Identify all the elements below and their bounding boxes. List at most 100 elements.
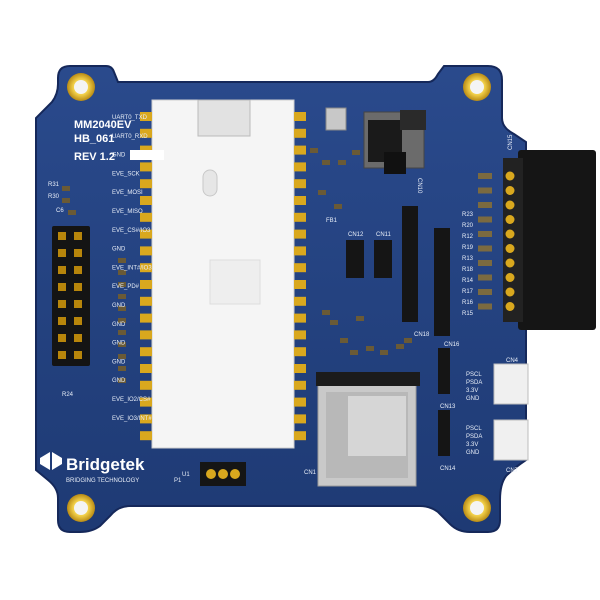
label-r31: R31 <box>48 182 60 188</box>
board-part: HB_061 <box>74 133 114 145</box>
label-r30: R30 <box>48 194 60 200</box>
mounting-holes <box>67 73 491 522</box>
header-pin <box>58 283 66 291</box>
pad <box>294 280 306 289</box>
smd-part <box>318 190 326 195</box>
pad <box>294 296 306 306</box>
header-pin <box>74 334 82 342</box>
pad <box>294 414 306 424</box>
smd-part <box>118 318 126 323</box>
header-pin <box>58 351 66 359</box>
smd-resistor <box>478 274 492 281</box>
label-p1: P1 <box>174 478 182 484</box>
pad <box>140 347 152 357</box>
pad <box>140 229 152 239</box>
smd-part <box>330 320 338 325</box>
smd-part <box>118 366 126 371</box>
via <box>505 229 515 239</box>
label-c6: C6 <box>56 208 64 214</box>
smd-part <box>322 160 330 165</box>
pad <box>294 246 306 256</box>
header-pin <box>58 232 66 240</box>
header-pin <box>74 351 82 359</box>
pad <box>294 179 306 189</box>
i2c-label: GND <box>466 396 480 402</box>
pad <box>294 145 306 155</box>
header-pin <box>74 232 82 240</box>
fpc-connector-cn15 <box>518 150 596 330</box>
board-revision: REV 1.2 <box>74 151 115 163</box>
header-pin <box>58 300 66 308</box>
left-pin-header <box>52 226 90 366</box>
i2c-label: PSCL <box>466 426 482 432</box>
label-cn16: CN16 <box>444 342 460 348</box>
pad <box>294 397 306 407</box>
reset-switch <box>325 107 347 131</box>
smd-part <box>334 204 342 209</box>
left-signal-label: GND <box>112 247 126 253</box>
right-via-column <box>478 171 515 311</box>
i2c-label: PSDA <box>466 380 482 386</box>
smd-part <box>118 270 126 275</box>
header-cn14 <box>438 410 450 456</box>
smd-part <box>62 198 70 203</box>
smd-part <box>118 282 126 287</box>
pad <box>140 380 152 390</box>
smd-part <box>118 354 126 359</box>
smd-part <box>118 294 126 299</box>
via <box>505 302 515 311</box>
pad <box>140 414 152 424</box>
via <box>505 171 515 181</box>
header-cn11-cn12 <box>346 240 392 278</box>
smd-part <box>118 258 126 263</box>
pico-module <box>151 99 295 449</box>
bottom-3pin-header <box>200 462 246 486</box>
header-pin <box>58 266 66 274</box>
smd-part <box>350 350 358 355</box>
header-pin <box>74 317 82 325</box>
pad <box>140 280 152 289</box>
smd-part <box>118 378 126 383</box>
header-cn13 <box>438 348 450 394</box>
smd-part <box>68 210 76 215</box>
via <box>505 287 515 297</box>
resistor-label: R19 <box>462 245 474 251</box>
pad <box>294 196 306 205</box>
resistor-label: R23 <box>462 212 474 218</box>
revision-box <box>130 150 164 160</box>
smd-resistor <box>478 216 492 223</box>
pad <box>140 162 152 172</box>
smd-part <box>338 160 346 165</box>
left-signal-label: EVE_IO2/CS# <box>112 397 151 403</box>
resistor-label: R16 <box>462 300 474 306</box>
brand-name: Bridgetek <box>66 455 145 474</box>
left-signal-label: EVE_MOSI <box>112 190 143 196</box>
label-fb1: FB1 <box>326 218 338 224</box>
smd-part <box>396 344 404 349</box>
pad <box>140 263 152 273</box>
pad <box>140 397 152 407</box>
header-cn16 <box>434 228 450 336</box>
pad <box>140 246 152 256</box>
label-cn10: CN10 <box>416 178 422 194</box>
smd-part <box>340 338 348 343</box>
pad <box>294 330 306 340</box>
smd-part <box>404 338 412 343</box>
i2c-label: GND <box>466 450 480 456</box>
left-signal-label: UART0_TXD <box>112 115 148 121</box>
pad <box>294 162 306 172</box>
label-cn11: CN11 <box>376 232 392 238</box>
pad <box>294 431 306 441</box>
power-jack <box>363 110 426 174</box>
header-cn18 <box>402 206 418 322</box>
smd-part <box>310 148 318 153</box>
pad <box>140 112 152 121</box>
header-pin <box>58 249 66 257</box>
smd-resistor <box>478 173 492 179</box>
left-signal-label: UART0_RXD <box>112 134 148 140</box>
i2c-label: PSDA <box>466 434 482 440</box>
